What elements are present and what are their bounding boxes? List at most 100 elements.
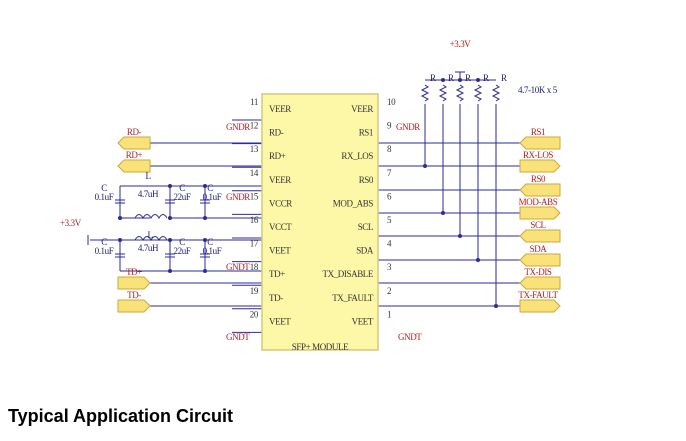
pin-number-16: 16: [250, 215, 259, 225]
cap-value: 0.1uF: [203, 246, 222, 256]
pin-name-14: VEER: [269, 175, 291, 185]
junction-dot: [458, 78, 462, 82]
connector-label-TD+: TD+: [126, 267, 142, 277]
resistor-label: R: [430, 73, 436, 83]
inductor-label: L: [147, 230, 152, 240]
junction-dot: [203, 184, 207, 188]
cap-label: C: [179, 237, 185, 247]
resistor-icon: [455, 84, 465, 102]
pin-number-3: 3: [387, 262, 392, 272]
junction-dot: [494, 304, 498, 308]
gndr-label-9: GNDR: [396, 122, 420, 132]
pin-number-6: 6: [387, 191, 392, 201]
connector-label-MOD-ABS: MOD-ABS: [519, 197, 558, 207]
junction-dot: [168, 269, 172, 273]
resistor-icon: [491, 84, 501, 102]
pin-name-17: VEET: [269, 246, 291, 256]
junction-dot: [118, 238, 122, 242]
sfp-module-chip: [261, 93, 379, 351]
resistor-label: R: [501, 73, 507, 83]
chip-name: SFP+ MODULE: [292, 342, 349, 352]
pin-number-12: 12: [250, 121, 258, 131]
junction-dot: [458, 234, 462, 238]
junction-dot: [423, 164, 427, 168]
pin-name-10: VEER: [351, 104, 373, 114]
resistor-label: R: [465, 73, 471, 83]
pin-name-18: TD+: [269, 269, 285, 279]
junction-dot: [441, 78, 445, 82]
cap-label: C: [207, 237, 213, 247]
supply-label: +3.3V: [60, 218, 82, 228]
schematic: SFP+ MODULEVEER11RD-12RD+13VEER14VCCR15V…: [60, 39, 561, 352]
caption: Typical Application Circuit: [8, 406, 234, 426]
pin-number-11: 11: [250, 97, 258, 107]
pin-name-4: SDA: [356, 246, 374, 256]
pin-name-8: RX_LOS: [341, 151, 373, 161]
cap-value: 0.1uF: [95, 192, 114, 202]
connector-RX-LOS: [519, 159, 561, 173]
inductor-icon: [134, 214, 168, 220]
connector-label-RD+: RD+: [126, 150, 143, 160]
gndr-label-15: GNDR: [226, 192, 250, 202]
pin-name-12: RD-: [269, 128, 284, 138]
connector-label-RS0: RS0: [531, 174, 546, 184]
pin-name-6: MOD_ABS: [333, 198, 374, 208]
pin-name-13: RD+: [269, 151, 286, 161]
connector-RS0: [519, 183, 561, 197]
inductor-value: 4.7uH: [138, 189, 159, 199]
resistor-icon: [473, 84, 483, 102]
pin-number-19: 19: [250, 286, 259, 296]
connector-RS1: [519, 136, 561, 150]
pin-number-17: 17: [250, 239, 259, 249]
junction-dot: [441, 211, 445, 215]
connector-label-RS1: RS1: [531, 127, 545, 137]
inductor-label: L: [145, 171, 150, 181]
pin-name-1: VEET: [352, 316, 374, 326]
connector-label-TD-: TD-: [127, 290, 141, 300]
pin-name-16: VCCT: [269, 222, 292, 232]
pin-number-18: 18: [250, 262, 259, 272]
junction-dot: [118, 216, 122, 220]
connector-TX-FAULT: [519, 299, 561, 313]
connector-MOD-ABS: [519, 206, 561, 220]
pin-name-3: TX_DISABLE: [323, 269, 374, 279]
connector-label-RD-: RD-: [127, 127, 142, 137]
pin-number-7: 7: [387, 168, 392, 178]
pin-name-15: VCCR: [269, 198, 292, 208]
cap-value: 0.1uF: [95, 246, 114, 256]
inductor-icon: [134, 236, 168, 242]
pin-name-7: RS0: [359, 175, 374, 185]
junction-dot: [203, 216, 207, 220]
connector-label-SDA: SDA: [530, 244, 548, 254]
cap-label: C: [101, 237, 107, 247]
pin-name-19: TD-: [269, 293, 283, 303]
pin-number-20: 20: [250, 309, 259, 319]
connector-SCL: [519, 229, 561, 243]
junction-dot: [168, 238, 172, 242]
gndt-label-20: GNDT: [226, 332, 250, 342]
resistor-icon: [420, 84, 430, 102]
cap-value: 22uF: [174, 192, 191, 202]
supply-top-label: +3.3V: [450, 39, 472, 49]
connector-TD+: [117, 276, 151, 290]
pin-number-13: 13: [250, 144, 259, 154]
pin-number-10: 10: [387, 97, 396, 107]
junction-dot: [476, 258, 480, 262]
resistor-label: R: [448, 73, 454, 83]
pin-name-9: RS1: [359, 128, 373, 138]
cap-value: 22uF: [174, 246, 191, 256]
gndt-label-18: GNDT: [226, 262, 250, 272]
connector-TX-DIS: [519, 276, 561, 290]
pin-name-5: SCL: [358, 222, 373, 232]
cap-value: 0.1uF: [203, 192, 222, 202]
connector-label-TX-FAULT: TX-FAULT: [518, 290, 558, 300]
pin-number-9: 9: [387, 121, 392, 131]
cap-label: C: [179, 183, 185, 193]
inductor-value: 4.7uH: [138, 243, 159, 253]
pin-number-8: 8: [387, 144, 392, 154]
gndr-label-12: GNDR: [226, 122, 250, 132]
junction-dot: [203, 269, 207, 273]
resistor-label: R: [483, 73, 489, 83]
gndt-label-1: GNDT: [398, 332, 422, 342]
connector-SDA: [519, 253, 561, 267]
